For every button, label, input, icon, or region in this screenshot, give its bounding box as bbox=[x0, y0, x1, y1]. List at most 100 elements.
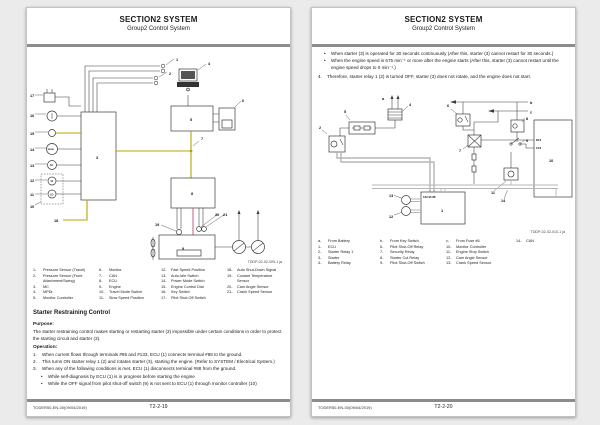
diagram-label: 6 bbox=[242, 99, 244, 103]
section-heading: Starter Restraining Control bbox=[33, 310, 111, 316]
diagram-label: 12 bbox=[30, 179, 34, 183]
diagram-label: D16 bbox=[536, 138, 542, 142]
diagram-label: 5 bbox=[344, 110, 346, 114]
legend-entry: 3-MC bbox=[33, 284, 49, 289]
diagram-label: 2 bbox=[169, 72, 171, 76]
diagram-label: 19 bbox=[155, 223, 159, 227]
legend-entry: 1-ECU bbox=[318, 244, 337, 249]
diagram-label: c bbox=[530, 111, 532, 115]
diagram-label: 3 bbox=[96, 156, 98, 160]
legend-entry: 7-CAN bbox=[99, 273, 118, 278]
legend-entry: a-From Battery bbox=[318, 239, 350, 243]
figure-code: TDDP-02-02-009-1 ja bbox=[247, 260, 282, 264]
page-subtitle: Group2 Control System bbox=[412, 26, 475, 32]
legend-entry: 7-Security Relay bbox=[380, 250, 415, 254]
footer-rule bbox=[312, 399, 575, 402]
footer-rule bbox=[27, 399, 290, 402]
bullet-item: •When the engine speed is 675 min⁻¹ or m… bbox=[324, 57, 559, 70]
diagram-label: LO bbox=[50, 194, 53, 197]
diagram-label: 1 bbox=[441, 209, 443, 213]
diagram-label: 18 bbox=[54, 219, 58, 223]
legend-entry: 20-Cam Angle Sensor bbox=[227, 284, 269, 289]
legend-entry: 5-Monitor Controller bbox=[33, 295, 74, 300]
diagram-label: 14 bbox=[30, 148, 35, 152]
diagram-label: 4 bbox=[208, 62, 211, 66]
legend-entry: 9-Pilot Shut-Off Switch bbox=[380, 261, 425, 265]
diagram-legend: 1-Pressure Sensor (Travel)2-Pressure Sen… bbox=[33, 268, 288, 301]
condition-bullets: •When starter (3) is operated for 30 sec… bbox=[324, 51, 571, 72]
legend-entry: 12-Fast Speed Position bbox=[161, 268, 205, 272]
diagram-label: 7 bbox=[201, 137, 203, 141]
diagram-label: 12 bbox=[389, 215, 393, 219]
document-code: TODER50-EN-00(09/04/2019) bbox=[33, 405, 87, 410]
page-number: T2-2-19 bbox=[149, 404, 168, 410]
header-rule bbox=[27, 44, 290, 47]
legend-entry: 6-Pilot Shut-Off Relay bbox=[380, 244, 424, 249]
legend-entry: 2-Pressure Sensor (Front Attachment/Swin… bbox=[33, 273, 83, 284]
legend-entry: 17-Pilot Shut-Off Switch bbox=[161, 295, 206, 300]
diagram-label: 13 bbox=[389, 194, 393, 198]
legend-entry: 11-Slow Speed Position bbox=[99, 295, 144, 300]
bullet-item: •When starter (3) is operated for 30 sec… bbox=[324, 51, 554, 56]
diagram-label: MODE bbox=[48, 149, 55, 151]
diagram-label: 7 bbox=[459, 149, 461, 153]
diagram-label: 2 bbox=[319, 126, 321, 130]
diagram-label: 8 bbox=[526, 117, 528, 121]
page-subtitle: Group2 Control System bbox=[127, 26, 190, 32]
bullet-item: •While self-diagnosis by ECU (1) is in p… bbox=[41, 374, 195, 379]
step-item: 4.Therefore, starter relay 1 (2) is turn… bbox=[318, 74, 532, 79]
legend-entry: 8-Starter Cut Relay bbox=[380, 255, 420, 260]
legend-entry: 12-Cam Angle Sensor bbox=[446, 255, 488, 260]
diagram-label: 1 bbox=[176, 58, 178, 62]
page-title: SECTION2 SYSTEM bbox=[404, 15, 483, 24]
operation-steps: 1.When current flows through terminals #… bbox=[33, 352, 285, 373]
diagram-label: 4 bbox=[409, 103, 412, 107]
legend-entry: 10-Monitor Controller bbox=[446, 244, 487, 249]
diagram-label: a bbox=[382, 97, 385, 101]
diagram-label: 21 bbox=[223, 213, 227, 217]
legend-entry: b-From Key Switch bbox=[380, 239, 419, 243]
diagram-label: 8 bbox=[191, 192, 193, 196]
legend-entry: c-From Fuse #6 bbox=[446, 239, 480, 243]
legend-entry: 14-Power Mode Switch bbox=[161, 279, 205, 283]
header-rule bbox=[312, 44, 575, 47]
bullet-item: •While the OFF signal from pilot shut-of… bbox=[41, 380, 257, 386]
legend-entry: 21-Crank Speed Sensor bbox=[227, 290, 273, 294]
diagram-label: 17 bbox=[30, 94, 34, 98]
operation-conditions: •While self-diagnosis by ECU (1) is in p… bbox=[41, 374, 284, 388]
diagram-label: 11 bbox=[491, 191, 495, 195]
diagram-label: 9 bbox=[182, 247, 184, 251]
operation-step-4: 4.Therefore, starter relay 1 (2) is turn… bbox=[318, 74, 570, 81]
diagram-label: 5 bbox=[190, 118, 192, 122]
legend-entry: 2-Starter Relay 1 bbox=[318, 250, 354, 254]
diagram-label: 11 bbox=[30, 193, 34, 197]
legend-entry: 8-ECU bbox=[99, 279, 118, 283]
diagram-label: 14 bbox=[501, 199, 506, 203]
diagram-label: 9 bbox=[526, 139, 528, 143]
legend-entry: 6-Monitor bbox=[99, 268, 122, 272]
step-item: 2.This turns ON starter relay 1 (2) and … bbox=[33, 358, 275, 364]
diagram-label: 15 bbox=[30, 132, 34, 136]
diagram-label: 10 bbox=[549, 159, 553, 163]
diagram-label: 10 bbox=[30, 205, 34, 209]
legend-entry: 13-Auto-Idle Switch bbox=[161, 273, 199, 278]
operation-label: Operation: bbox=[33, 345, 58, 350]
figure-code: TDDP-02-02-010-1 ja bbox=[530, 230, 565, 234]
legend-entry: 11-Engine Stop Switch bbox=[446, 250, 489, 254]
legend-entry: 4-MPDr. bbox=[33, 290, 54, 294]
diagram-label: A/I bbox=[50, 164, 53, 167]
step-item: 1.When current flows through terminals #… bbox=[33, 352, 243, 357]
legend-entry: 18-Auto Shut-Down Signal bbox=[227, 268, 277, 272]
step-item: 3.When any of the following conditions i… bbox=[33, 365, 237, 371]
diagram-label: HI bbox=[51, 180, 54, 183]
legend-entry: 1-Pressure Sensor (Travel) bbox=[33, 268, 86, 272]
legend-entry: 14-CAN bbox=[516, 239, 535, 243]
diagram-label: 16 bbox=[30, 114, 34, 118]
legend-entry: 3-Starter bbox=[318, 255, 340, 260]
diagram-label: C16 bbox=[536, 146, 542, 150]
